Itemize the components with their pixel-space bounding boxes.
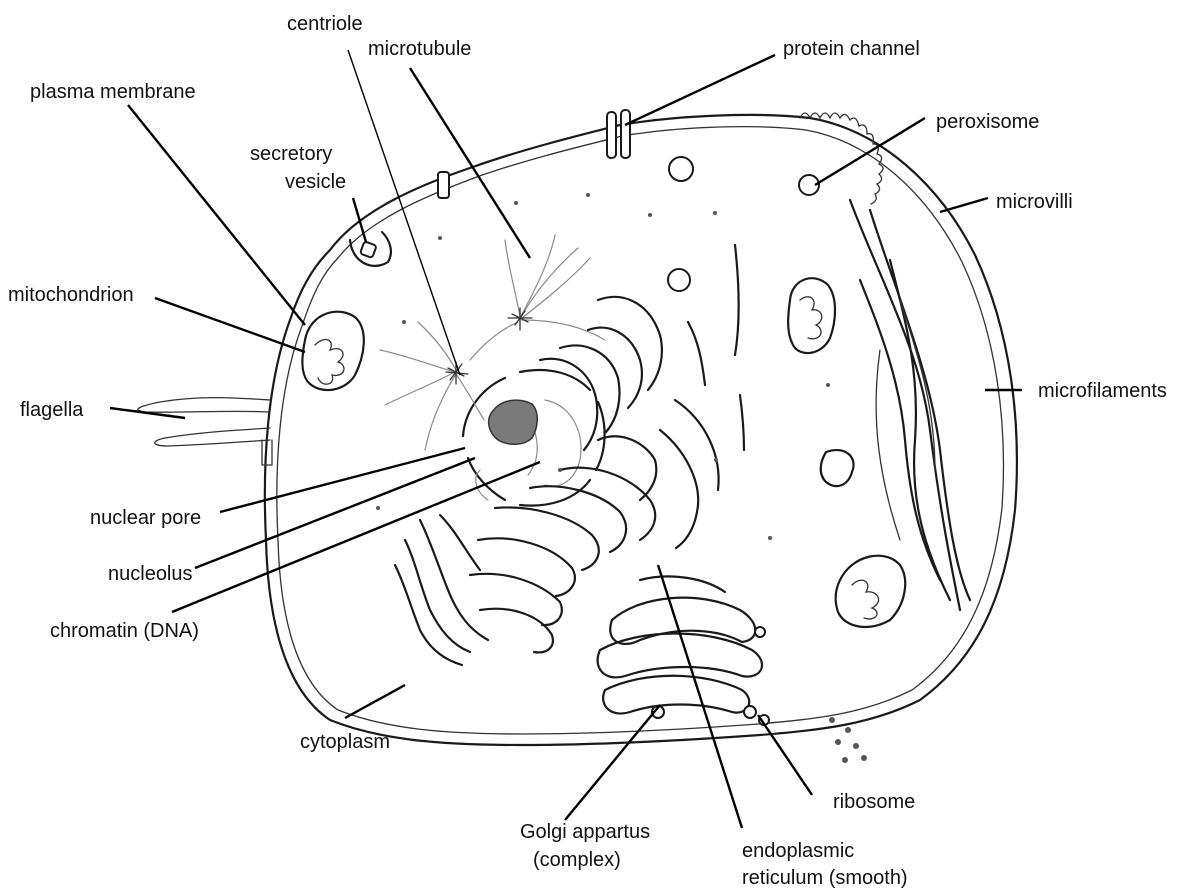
label-secretory-vesicle-2: vesicle (285, 171, 346, 193)
label-golgi-2: (complex) (533, 849, 621, 871)
label-ribosome: ribosome (833, 791, 915, 813)
label-centriole: centriole (287, 13, 363, 35)
label-peroxisome: peroxisome (936, 111, 1039, 133)
endoplasmic-reticulum-shape (395, 297, 719, 665)
label-chromatin: chromatin (DNA) (50, 620, 199, 642)
label-secretory-vesicle-1: secretory (250, 143, 332, 165)
label-microvilli: microvilli (996, 191, 1073, 213)
label-protein-channel: protein channel (783, 38, 920, 60)
small-channel-shape (438, 172, 449, 198)
protein-channel-shape (607, 110, 630, 158)
label-cytoplasm: cytoplasm (300, 731, 390, 753)
label-nuclear-pore: nuclear pore (90, 507, 201, 529)
flagella-shape (138, 398, 272, 465)
label-microfilaments: microfilaments (1038, 380, 1167, 402)
label-er-1: endoplasmic (742, 840, 854, 862)
vesicles (668, 157, 854, 725)
label-golgi-1: Golgi appartus (520, 821, 650, 843)
label-mitochondrion: mitochondrion (8, 284, 134, 306)
mitochondrion-shape-2 (788, 278, 835, 353)
mitochondrion-shape-3 (836, 556, 906, 627)
label-microtubule: microtubule (368, 38, 471, 60)
label-flagella: flagella (20, 399, 84, 421)
secretory-vesicle-shape (360, 241, 377, 258)
mitochondrion-shape (302, 312, 363, 390)
nucleolus-shape (489, 400, 538, 444)
label-er-2: reticulum (smooth) (742, 867, 908, 889)
microfilaments-shape (850, 200, 970, 610)
label-nucleolus: nucleolus (108, 563, 193, 585)
golgi-apparatus-shape (598, 576, 765, 718)
label-plasma-membrane: plasma membrane (30, 81, 196, 103)
